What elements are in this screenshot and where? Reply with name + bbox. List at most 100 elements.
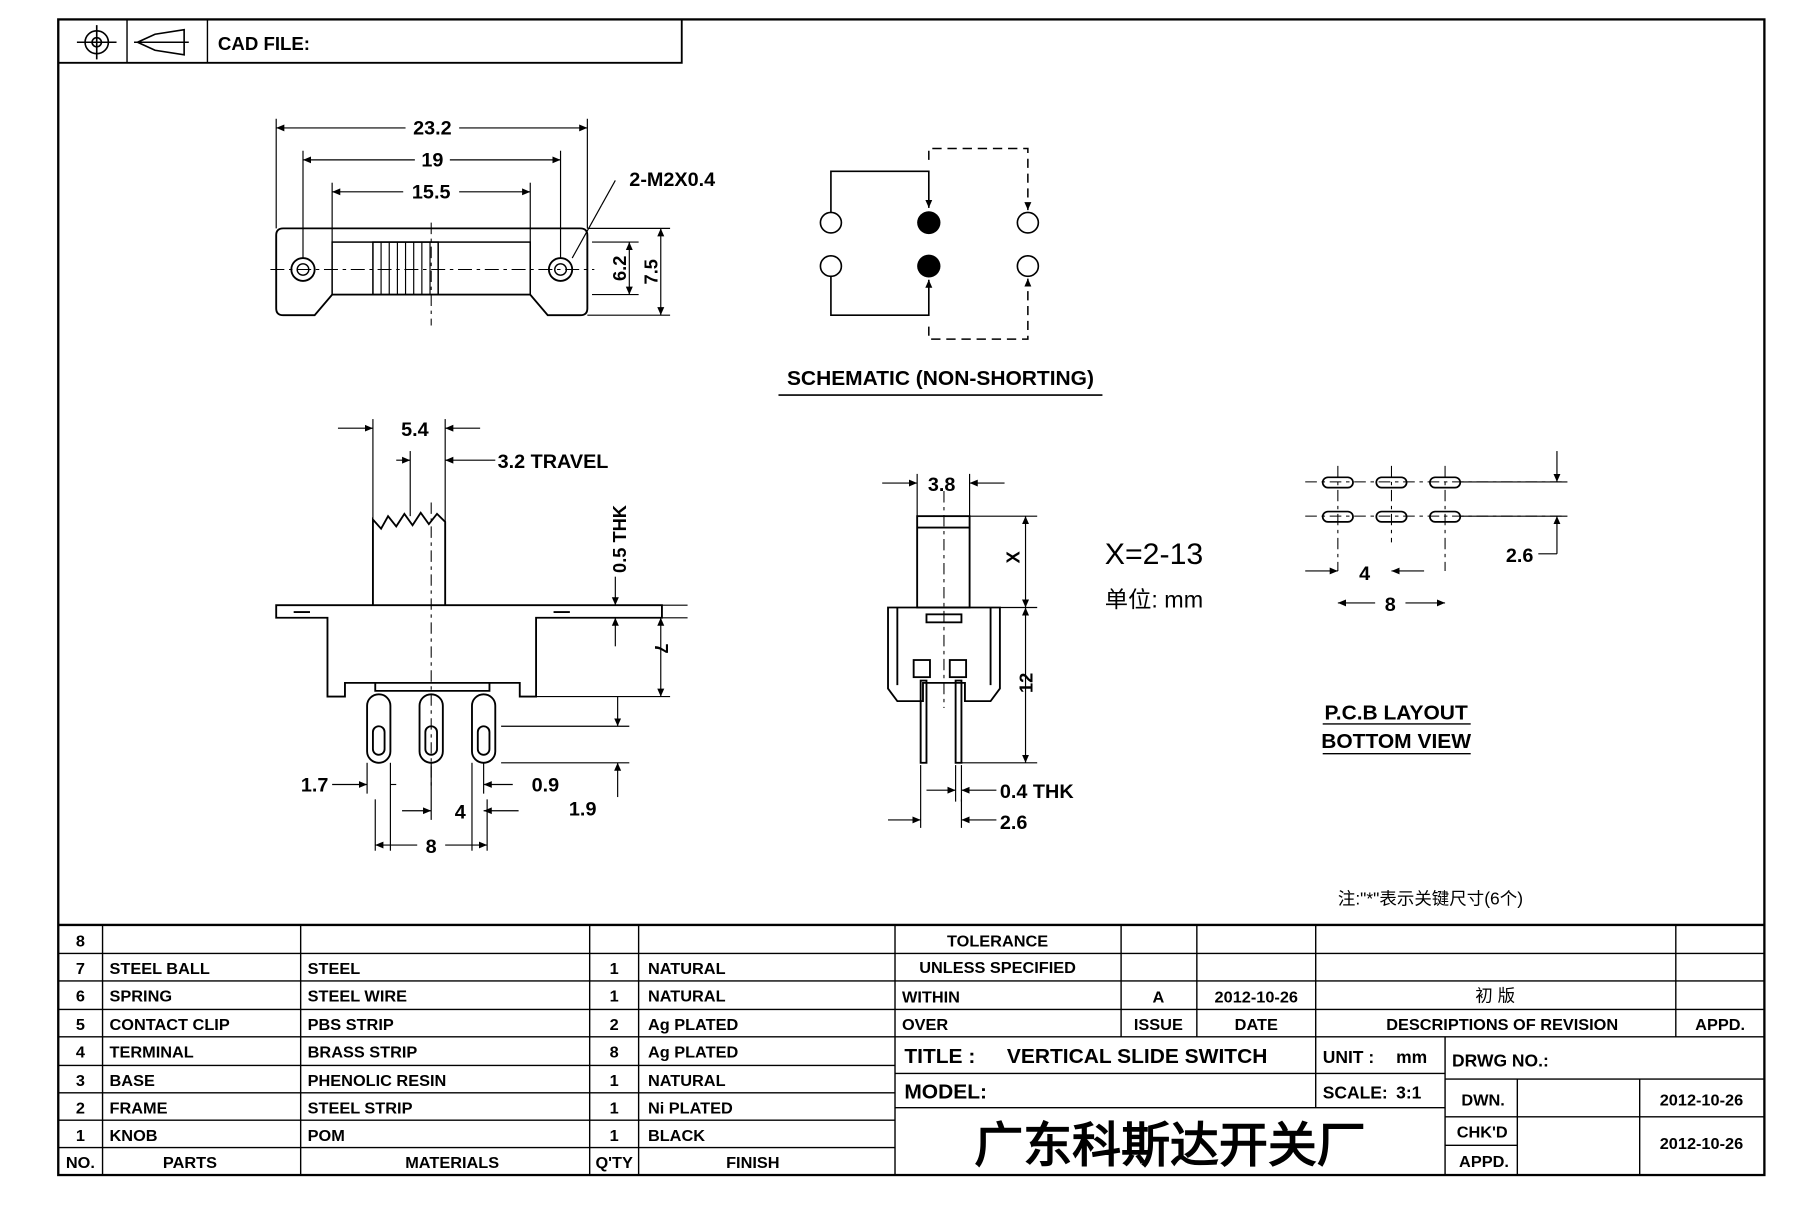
bom-no: 4	[76, 1044, 85, 1062]
unless-specified-label: UNLESS SPECIFIED	[919, 959, 1076, 977]
bom-finish: Ni PLATED	[648, 1100, 733, 1118]
bom-part: SPRING	[110, 988, 173, 1006]
drawing-border	[57, 18, 1766, 1177]
dim-inner-height: 6.2	[609, 256, 630, 281]
bom-material: STEEL STRIP	[308, 1100, 413, 1118]
pcb-caption-line2: BOTTOM VIEW	[1321, 730, 1471, 753]
bom-no: 1	[76, 1127, 85, 1145]
scale-value: 3:1	[1396, 1083, 1422, 1103]
dim-pin-span: 8	[426, 836, 437, 858]
dim-end-pin-span: 2.6	[1000, 812, 1028, 834]
bom-finish: Ag PLATED	[648, 1016, 738, 1034]
bom-finish: BLACK	[648, 1127, 705, 1145]
title-block: TOLERANCE UNLESS SPECIFIED WITHIN OVER A…	[902, 933, 1745, 1172]
drawn-date: 2012-10-26	[1660, 1092, 1743, 1110]
table-row: 4 TERMINAL BRASS STRIP 8 Ag PLATED	[76, 1044, 738, 1062]
bom-finish: Ag PLATED	[648, 1044, 738, 1062]
header-qty: Q'TY	[595, 1154, 633, 1172]
x-range-note: X=2-13	[1105, 538, 1204, 571]
dim-outer-height: 7.5	[640, 259, 661, 284]
dim-pin-gap: 0.9	[532, 775, 560, 797]
pcb-layout: 2.6 4 8 P.C.B LAYOUT BOTTOM VIEW	[1305, 451, 1568, 755]
bom-material: BRASS STRIP	[308, 1044, 418, 1062]
pcb-caption-line1: P.C.B LAYOUT	[1324, 702, 1468, 725]
table-row: 7 STEEL BALL STEEL 1 NATURAL	[76, 960, 726, 978]
bom-table: 8 7 STEEL BALL STEEL 1 NATURAL 6 SPRING …	[66, 933, 780, 1172]
drawing-number-label: DRWG NO.:	[1452, 1051, 1549, 1071]
dim-row-spacing: 2.6	[1506, 545, 1534, 567]
dim-variable-x: X	[1003, 550, 1024, 563]
over-label: OVER	[902, 1016, 949, 1034]
bom-qty: 2	[610, 1016, 619, 1034]
dim-inner-length: 15.5	[412, 182, 451, 204]
bom-qty: 1	[610, 960, 619, 978]
dim-screw-spec: 2-M2X0.4	[629, 169, 715, 191]
header-strip: CAD FILE:	[58, 19, 683, 64]
issue-label: ISSUE	[1134, 1016, 1183, 1034]
table-row: 3 BASE PHENOLIC RESIN 1 NATURAL	[76, 1072, 726, 1090]
dim-pcb-pitch: 4	[1359, 563, 1370, 585]
approved-label: APPD.	[1459, 1153, 1509, 1171]
bom-finish: NATURAL	[648, 960, 726, 978]
bom-part: TERMINAL	[110, 1044, 194, 1062]
header-finish: FINISH	[726, 1154, 779, 1172]
side-view: 5.4 3.2 TRAVEL 0.5 THK 7 1.7 0.9 4 1.9 8	[275, 419, 688, 858]
appd-label: APPD.	[1695, 1016, 1745, 1034]
bom-qty: 1	[610, 1127, 619, 1145]
bom-part: BASE	[110, 1072, 156, 1090]
table-row: 6 SPRING STEEL WIRE 1 NATURAL	[76, 988, 726, 1006]
tolerance-label: TOLERANCE	[947, 933, 1048, 951]
bom-material: POM	[308, 1127, 345, 1145]
bom-qty: 1	[610, 1072, 619, 1090]
date-label: DATE	[1235, 1016, 1278, 1034]
table-row: 8	[76, 933, 85, 951]
bom-qty: 1	[610, 988, 619, 1006]
bom-no: 8	[76, 933, 85, 951]
header-parts: PARTS	[163, 1154, 217, 1172]
model-label: MODEL:	[904, 1081, 987, 1104]
descriptions-of-revision-label: DESCRIPTIONS OF REVISION	[1386, 1016, 1618, 1034]
dim-pin-length: 1.9	[569, 798, 597, 820]
bom-material: PBS STRIP	[308, 1016, 394, 1034]
revision-description: 初 版	[1475, 986, 1515, 1006]
dim-frame-thickness: 0.5 THK	[609, 504, 630, 573]
within-label: WITHIN	[902, 989, 960, 1007]
bom-qty: 8	[610, 1044, 619, 1062]
dim-overall-length: 23.2	[413, 118, 452, 140]
top-view: 23.2 19 15.5 2-M2X0.4 6.2 7.5	[270, 118, 715, 326]
bom-material: PHENOLIC RESIN	[308, 1072, 447, 1090]
bom-no: 5	[76, 1016, 85, 1034]
drawn-label: DWN.	[1461, 1092, 1504, 1110]
unit-value: mm	[1396, 1047, 1427, 1067]
scale-label: SCALE:	[1323, 1083, 1388, 1103]
bom-finish: NATURAL	[648, 1072, 726, 1090]
bom-material: STEEL	[308, 960, 361, 978]
title-label: TITLE :	[904, 1045, 975, 1068]
bom-finish: NATURAL	[648, 988, 726, 1006]
unit-note: 单位: mm	[1105, 587, 1203, 613]
checked-label: CHK'D	[1457, 1123, 1508, 1141]
bom-part: CONTACT CLIP	[110, 1016, 230, 1034]
bom-part: FRAME	[110, 1100, 168, 1118]
schematic-view: SCHEMATIC (NON-SHORTING)	[778, 147, 1103, 396]
unit-label: UNIT :	[1323, 1047, 1374, 1067]
bom-no: 3	[76, 1072, 85, 1090]
revision-date: 2012-10-26	[1215, 989, 1298, 1007]
header-materials: MATERIALS	[405, 1154, 499, 1172]
dim-hole-pitch: 19	[421, 150, 443, 172]
table-row: 5 CONTACT CLIP PBS STRIP 2 Ag PLATED	[76, 1016, 738, 1034]
footnote-key-dimensions: 注:"*"表示关键尺寸(6个)	[1338, 889, 1523, 909]
table-row: 2 FRAME STEEL STRIP 1 Ni PLATED	[76, 1100, 733, 1118]
table-row: 1 KNOB POM 1 BLACK	[76, 1127, 705, 1145]
dim-pin-pitch: 4	[455, 802, 466, 824]
dim-travel: 3.2 TRAVEL	[498, 451, 609, 473]
title-value: VERTICAL SLIDE SWITCH	[1007, 1045, 1267, 1068]
x-note: X=2-13 单位: mm	[1105, 538, 1204, 612]
dim-pin-thickness: 0.4 THK	[1000, 781, 1074, 803]
projection-symbol-icon	[76, 25, 189, 60]
end-view: 3.8 X 12 0.4 THK 2.6	[882, 473, 1074, 834]
dim-pin-width: 1.7	[301, 775, 329, 797]
dim-pcb-span: 8	[1385, 594, 1396, 616]
bom-no: 6	[76, 988, 85, 1006]
